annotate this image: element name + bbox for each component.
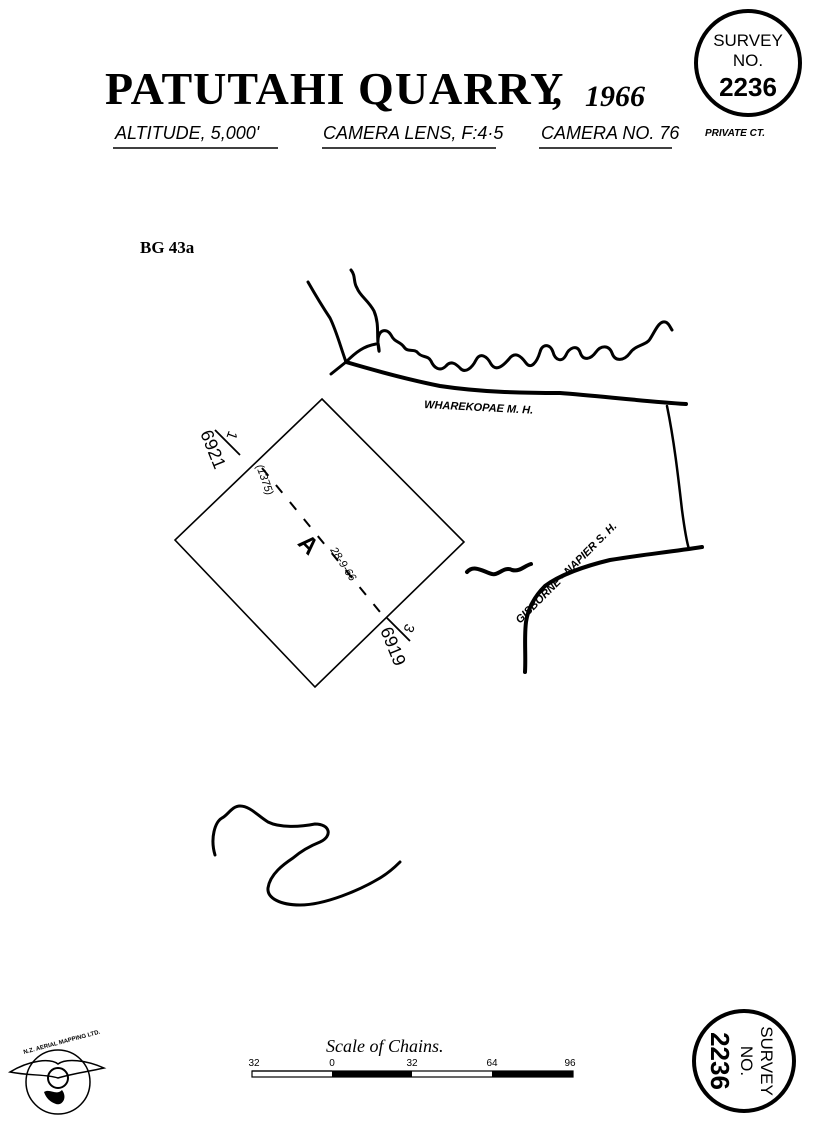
- scale-tick-32: 32: [406, 1058, 418, 1069]
- scale-bar: [251, 1070, 574, 1078]
- scale-tick-zero: 0: [329, 1058, 335, 1069]
- frame-id: BG 43a: [140, 238, 195, 257]
- title-year: 1966: [585, 80, 645, 113]
- scale-title: Scale of Chains.: [326, 1036, 444, 1056]
- private-label: PRIVATE CT.: [705, 128, 765, 139]
- aerial-mapping-logo: N.Z. AERIAL MAPPING LTD.: [7, 1030, 107, 1115]
- camera-number-label: CAMERA NO. 76: [541, 123, 680, 143]
- wharekopae-road: [344, 360, 688, 406]
- photo-date: 28-9-66: [327, 544, 359, 584]
- survey-stamp-top: SURVEY NO. 2236: [694, 9, 802, 117]
- map-linework: [211, 268, 704, 907]
- gisborne-napier-road-main: [523, 545, 704, 674]
- stamp-bottom-survey: SURVEY: [757, 1026, 776, 1096]
- stamp-top-survey: SURVEY: [713, 31, 783, 50]
- scale-tick-left: 32: [248, 1058, 260, 1069]
- gisborne-napier-road: [465, 562, 533, 577]
- survey-stamp-bottom: SURVEY NO. 2236: [692, 1009, 796, 1113]
- label-gisborne-napier: GISBORNE - NAPIER S. H.: [514, 520, 620, 626]
- stamp-top-no: NO.: [733, 51, 763, 70]
- sheet-title: PATUTAHI QUARRY: [105, 63, 564, 114]
- stamp-bottom-no: NO.: [737, 1046, 756, 1076]
- scale-tick-64: 64: [486, 1058, 498, 1069]
- camera-lens-label: CAMERA LENS, F:4·5: [323, 123, 504, 143]
- scale-tick-96: 96: [564, 1058, 576, 1069]
- stamp-bottom-number: 2236: [705, 1032, 735, 1090]
- bottom-marker-line: [386, 617, 411, 642]
- river: [349, 268, 674, 372]
- logo-text: N.Z. AERIAL MAPPING LTD.: [23, 1030, 101, 1056]
- start-number: (1375): [253, 463, 275, 497]
- scale-ticks: 32 0 32 64 96: [248, 1058, 576, 1069]
- stamp-top-number: 2236: [719, 72, 777, 102]
- photo-label: A: [292, 529, 323, 560]
- altitude-label: ALTITUDE, 5,000': [114, 123, 260, 143]
- title-comma: ,: [552, 68, 562, 113]
- photo-footprint: [173, 397, 466, 689]
- top-marker-line: [214, 429, 241, 456]
- flight-line: [261, 467, 381, 613]
- label-wharekopae: WHAREKOPAE M. H.: [424, 399, 534, 417]
- lower-stream: [211, 804, 402, 907]
- tributary-stream: [306, 280, 378, 376]
- connecting-road: [665, 404, 691, 551]
